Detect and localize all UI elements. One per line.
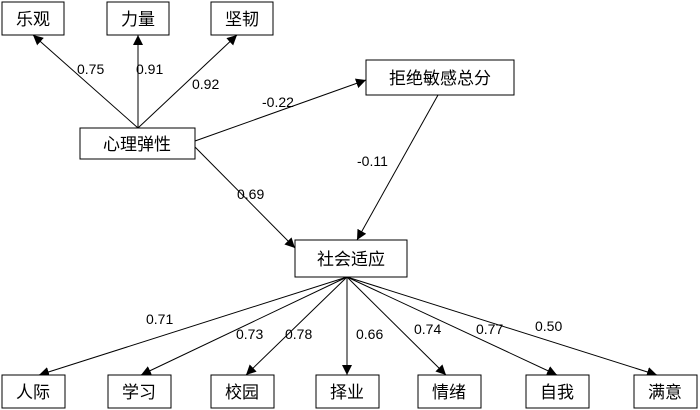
node-satisfaction: 满意 bbox=[633, 374, 698, 409]
node-optimism-label: 乐观 bbox=[16, 10, 50, 30]
edge-adaptation-emotion bbox=[346, 276, 447, 376]
edge-adaptation-satisfaction bbox=[346, 276, 658, 377]
node-adaptation-label: 社会适应 bbox=[317, 250, 385, 270]
edge-resilience-rejection bbox=[194, 78, 367, 142]
node-interpersonal-label: 人际 bbox=[16, 383, 50, 403]
coef-rejection-adaptation: -0.11 bbox=[357, 153, 388, 169]
node-strength: 力量 bbox=[106, 1, 170, 36]
edge-resilience-tenacity bbox=[137, 34, 238, 129]
node-optimism: 乐观 bbox=[1, 1, 65, 36]
node-tenacity: 坚韧 bbox=[210, 1, 274, 36]
coef-adaptation-emotion: 0.74 bbox=[414, 321, 441, 337]
node-self-label: 自我 bbox=[540, 383, 574, 403]
coef-adaptation-interpersonal: 0.71 bbox=[146, 311, 173, 327]
node-resilience: 心理弹性 bbox=[79, 127, 196, 160]
node-interpersonal: 人际 bbox=[1, 374, 66, 409]
coef-resilience-adaptation: 0.69 bbox=[237, 186, 264, 202]
coef-resilience-strength: 0.91 bbox=[136, 61, 163, 77]
edge-rejection-adaptation bbox=[356, 94, 439, 241]
edge-adaptation-campus bbox=[245, 276, 348, 376]
edge-adaptation-study bbox=[140, 276, 348, 376]
coef-adaptation-study: 0.73 bbox=[236, 326, 263, 342]
node-resilience-label: 心理弹性 bbox=[103, 135, 171, 155]
node-self: 自我 bbox=[525, 374, 590, 409]
coef-adaptation-campus: 0.78 bbox=[285, 326, 312, 342]
node-campus-label: 校园 bbox=[225, 383, 259, 403]
node-social-adaptation: 社会适应 bbox=[294, 239, 408, 278]
coef-adaptation-self: 0.77 bbox=[476, 321, 503, 337]
node-campus: 校园 bbox=[210, 374, 275, 409]
coef-resilience-optimism: 0.75 bbox=[77, 61, 104, 77]
node-satisfaction-label: 满意 bbox=[648, 383, 682, 403]
coef-resilience-rejection: -0.22 bbox=[262, 94, 294, 110]
edge-adaptation-self bbox=[346, 276, 558, 376]
node-choice-label: 择业 bbox=[330, 383, 364, 403]
node-rejection-sensitivity: 拒绝敏感总分 bbox=[365, 59, 515, 96]
node-study: 学习 bbox=[107, 374, 172, 409]
edge-resilience-optimism bbox=[32, 34, 139, 129]
node-career-choice: 择业 bbox=[315, 374, 380, 409]
edge-adaptation-interpersonal bbox=[38, 276, 348, 377]
node-rejection-label: 拒绝敏感总分 bbox=[389, 69, 491, 89]
coef-resilience-tenacity: 0.92 bbox=[192, 76, 219, 92]
node-tenacity-label: 坚韧 bbox=[225, 10, 259, 30]
node-study-label: 学习 bbox=[122, 383, 156, 403]
node-strength-label: 力量 bbox=[121, 10, 155, 30]
coef-adaptation-satisfaction: 0.50 bbox=[535, 318, 562, 334]
node-emotion-label: 情绪 bbox=[432, 383, 466, 403]
coef-adaptation-choice: 0.66 bbox=[356, 326, 383, 342]
edge-resilience-adaptation bbox=[194, 146, 296, 249]
node-emotion: 情绪 bbox=[417, 374, 482, 409]
